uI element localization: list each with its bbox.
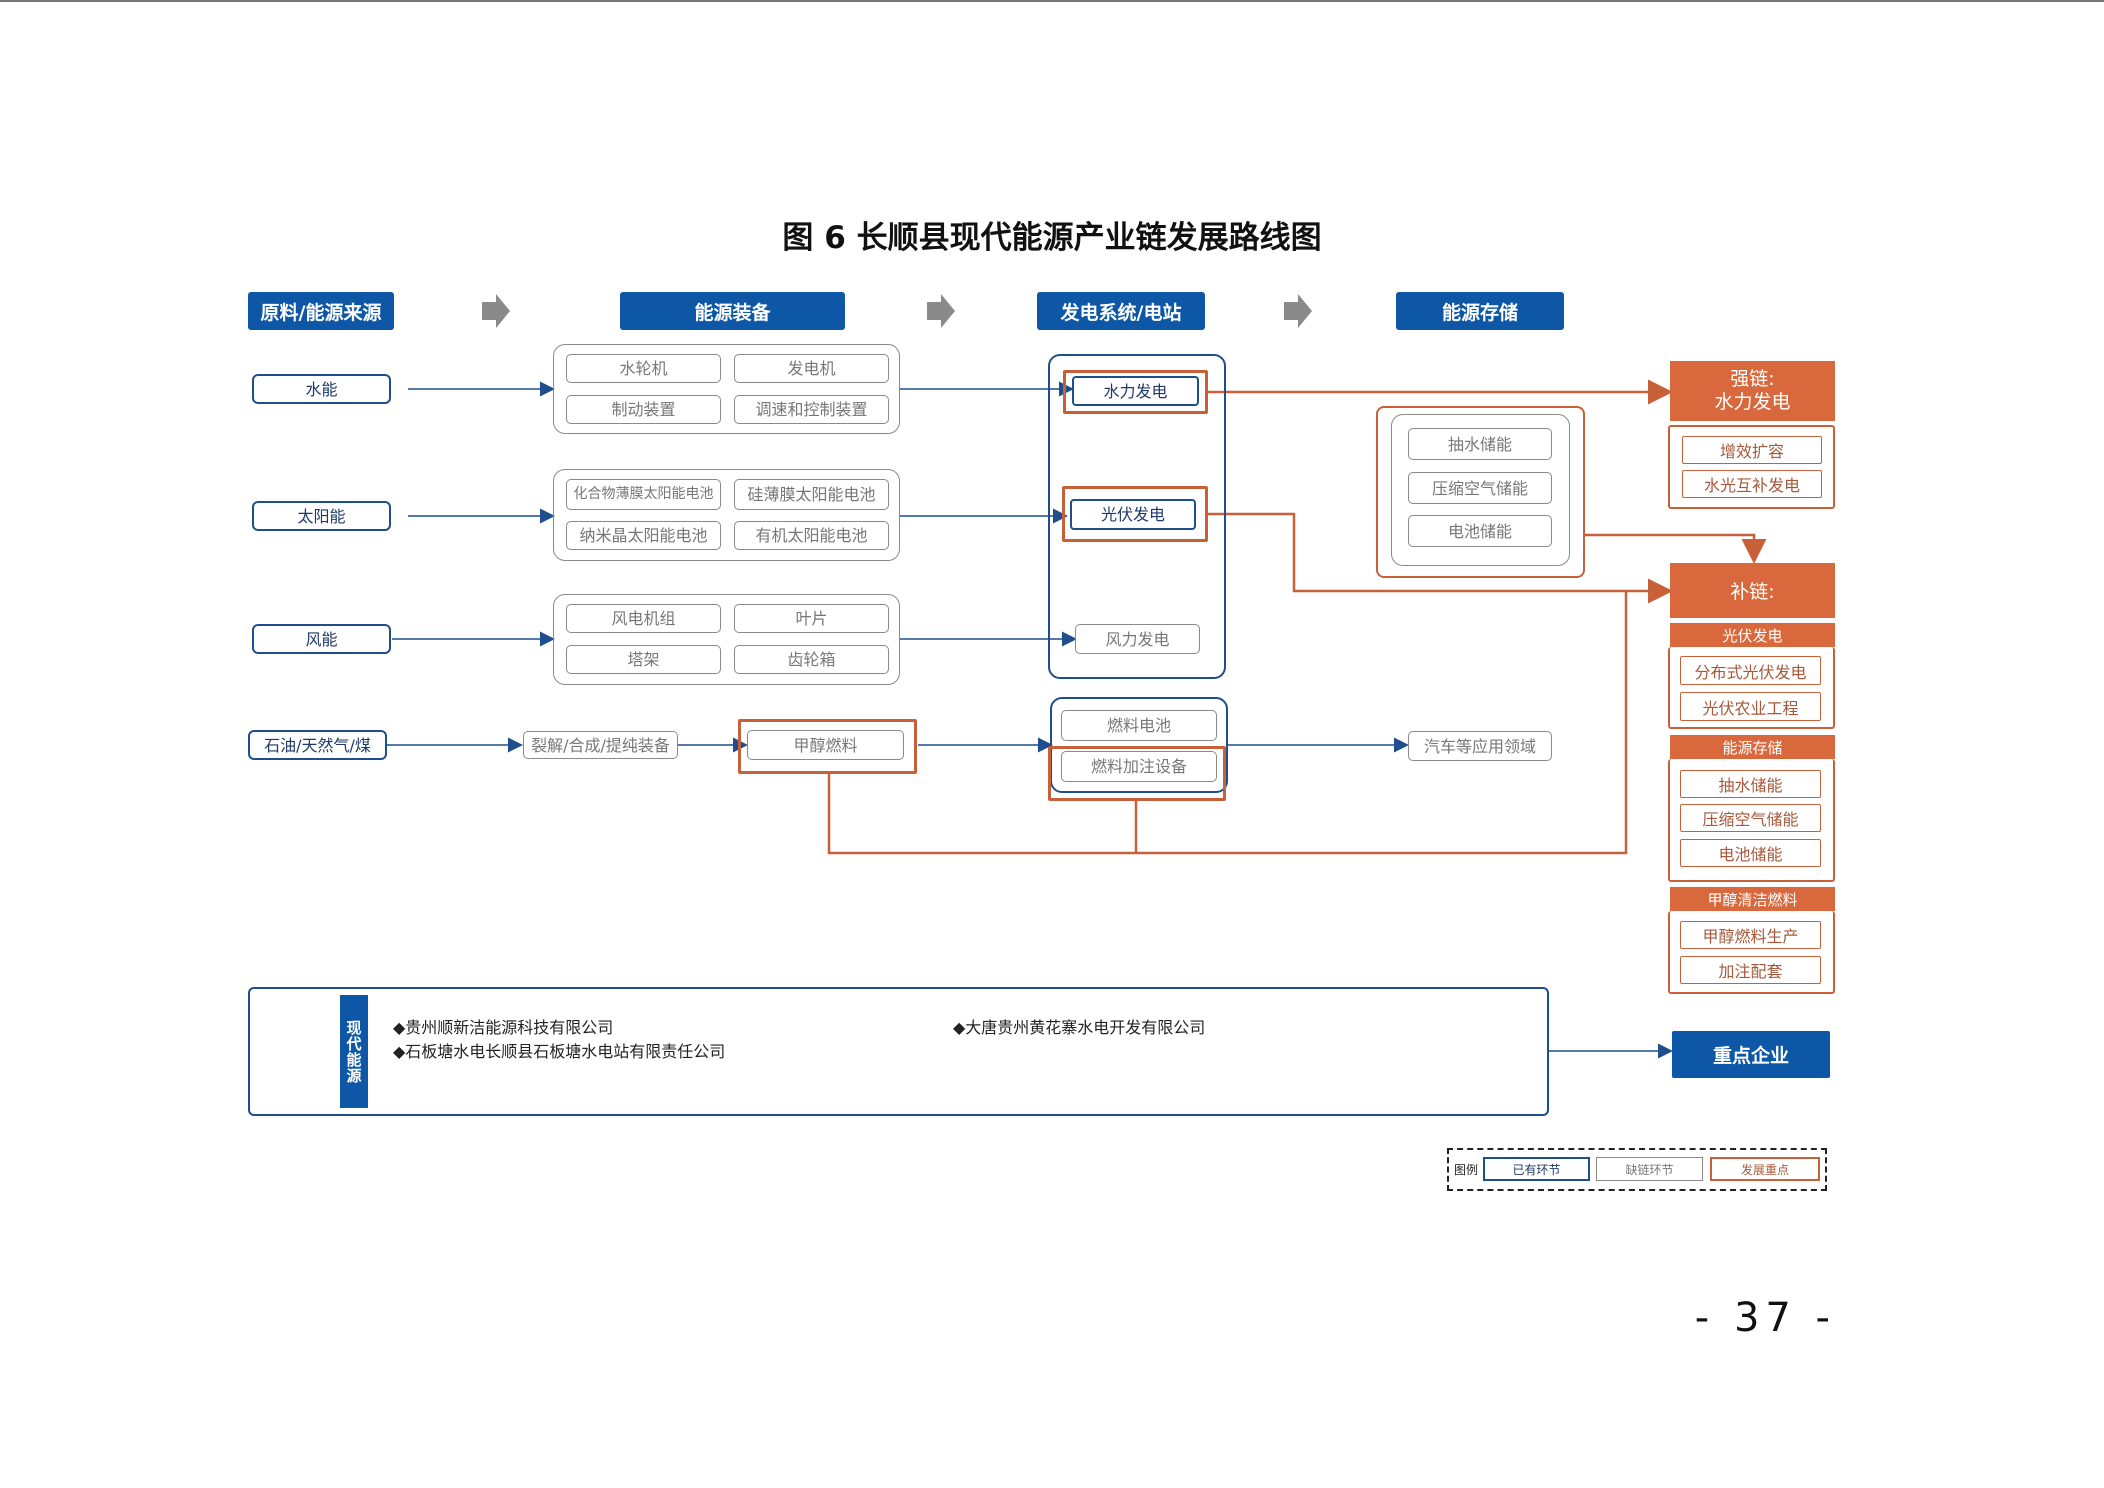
equipment-group-solar (553, 469, 900, 561)
legend-existing: 已有环节 (1483, 1157, 1590, 1181)
equipment-solar-organic: 有机太阳能电池 (734, 521, 889, 550)
equipment-wind-turbine-unit: 风电机组 (566, 604, 721, 633)
supplement-group-methanol-title: 甲醇清洁燃料 (1670, 887, 1835, 911)
key-enterprises-box: 重点企业 (1672, 1031, 1830, 1078)
figure-title: 图 6 长顺县现代能源产业链发展路线图 (782, 220, 1322, 256)
supplement-group-solar-frame (1668, 647, 1835, 729)
highlight-solar-power (1062, 486, 1208, 542)
legend-label: 图例 (1453, 1162, 1478, 1177)
stage-arrows (482, 294, 1312, 328)
equipment-group-hydro (553, 344, 900, 434)
fuel-cell-group (1050, 697, 1228, 793)
equipment-methanol-fuel: 甲醇燃料 (747, 730, 904, 760)
strong-chain-item-hydro-solar: 水光互补发电 (1682, 470, 1822, 498)
legend-focus: 发展重点 (1710, 1157, 1820, 1181)
generation-wind: 风力发电 (1075, 624, 1200, 654)
source-wind: 风能 (252, 624, 391, 654)
strong-chain-item-capacity: 增效扩容 (1682, 436, 1822, 464)
strong-chain-frame (1668, 425, 1835, 509)
highlight-storage (1376, 406, 1585, 578)
source-fossil: 石油/天然气/煤 (248, 730, 387, 760)
strong-chain-title-line2: 水力发电 (1714, 391, 1791, 413)
equipment-hydro-brake: 制动装置 (566, 395, 721, 424)
stage-header-source: 原料/能源来源 (248, 292, 394, 330)
equipment-hydro-control: 调速和控制装置 (734, 395, 889, 424)
supplement-item-distributed-pv: 分布式光伏发电 (1680, 656, 1821, 685)
legend-missing: 缺链环节 (1596, 1157, 1703, 1181)
equipment-wind-tower: 塔架 (566, 645, 721, 674)
highlight-refuel (1048, 746, 1226, 801)
source-hydro: 水能 (252, 374, 391, 404)
stage-header-equipment: 能源装备 (620, 292, 845, 330)
equipment-fossil-process: 裂解/合成/提纯装备 (523, 731, 678, 759)
equipment-solar-nanocrystal: 纳米晶太阳能电池 (566, 521, 721, 550)
storage-pumped: 抽水储能 (1408, 428, 1552, 460)
equipment-hydro-turbine: 水轮机 (566, 354, 721, 383)
supplement-item-compressed-air: 压缩空气储能 (1680, 804, 1821, 832)
supplement-item-battery: 电池储能 (1680, 839, 1821, 867)
enterprise-item-2: ◆石板塘水电长顺县石板塘水电站有限责任公司 (393, 1042, 726, 1061)
supplement-group-methanol-frame (1668, 911, 1835, 994)
source-solar: 太阳能 (252, 501, 391, 531)
supplement-group-solar-title: 光伏发电 (1670, 623, 1835, 647)
storage-compressed-air: 压缩空气储能 (1408, 472, 1552, 504)
stage-header-generation: 发电系统/电站 (1037, 292, 1205, 330)
highlight-methanol (738, 719, 917, 774)
page-number: - 37 - (1694, 1295, 1836, 1341)
equipment-wind-gearbox: 齿轮箱 (734, 645, 889, 674)
stage-header-storage: 能源存储 (1396, 292, 1564, 330)
legend-box (1447, 1148, 1827, 1191)
storage-battery: 电池储能 (1408, 515, 1552, 547)
equipment-solar-compound-film: 化合物薄膜太阳能电池 (566, 479, 721, 510)
supplement-group-storage-frame (1668, 759, 1835, 882)
equipment-group-wind (553, 594, 900, 685)
enterprise-item-3: ◆大唐贵州黄花寨水电开发有限公司 (953, 1018, 1206, 1037)
strong-chain-title-line1: 强链: (1730, 368, 1775, 390)
generation-refuel-equipment: 燃料加注设备 (1061, 751, 1217, 782)
supplement-item-pumped: 抽水储能 (1680, 770, 1821, 798)
supplement-item-refuel-support: 加注配套 (1680, 956, 1821, 984)
enterprise-panel (248, 987, 1549, 1116)
equipment-hydro-generator: 发电机 (734, 354, 889, 383)
equipment-solar-silicon-film: 硅薄膜太阳能电池 (734, 479, 889, 510)
strong-chain-header: 强链: 水力发电 (1670, 361, 1835, 421)
generation-fuel-cell: 燃料电池 (1061, 710, 1217, 741)
generation-group (1048, 354, 1226, 679)
top-border-line (0, 0, 2104, 2)
enterprise-side-label: 现代能源 (340, 995, 368, 1108)
supplement-item-pv-agriculture: 光伏农业工程 (1680, 692, 1821, 721)
supplement-chain-header: 补链: (1670, 563, 1835, 618)
application-vehicles: 汽车等应用领域 (1408, 731, 1552, 761)
enterprise-item-1: ◆贵州顺新洁能源科技有限公司 (393, 1018, 614, 1037)
highlight-hydro-power (1063, 370, 1208, 414)
generation-hydro: 水力发电 (1072, 376, 1199, 406)
supplement-group-storage-title: 能源存储 (1670, 735, 1835, 759)
equipment-wind-blade: 叶片 (734, 604, 889, 633)
storage-group (1391, 414, 1570, 566)
generation-solar: 光伏发电 (1070, 499, 1196, 530)
supplement-item-methanol-production: 甲醇燃料生产 (1680, 921, 1821, 949)
